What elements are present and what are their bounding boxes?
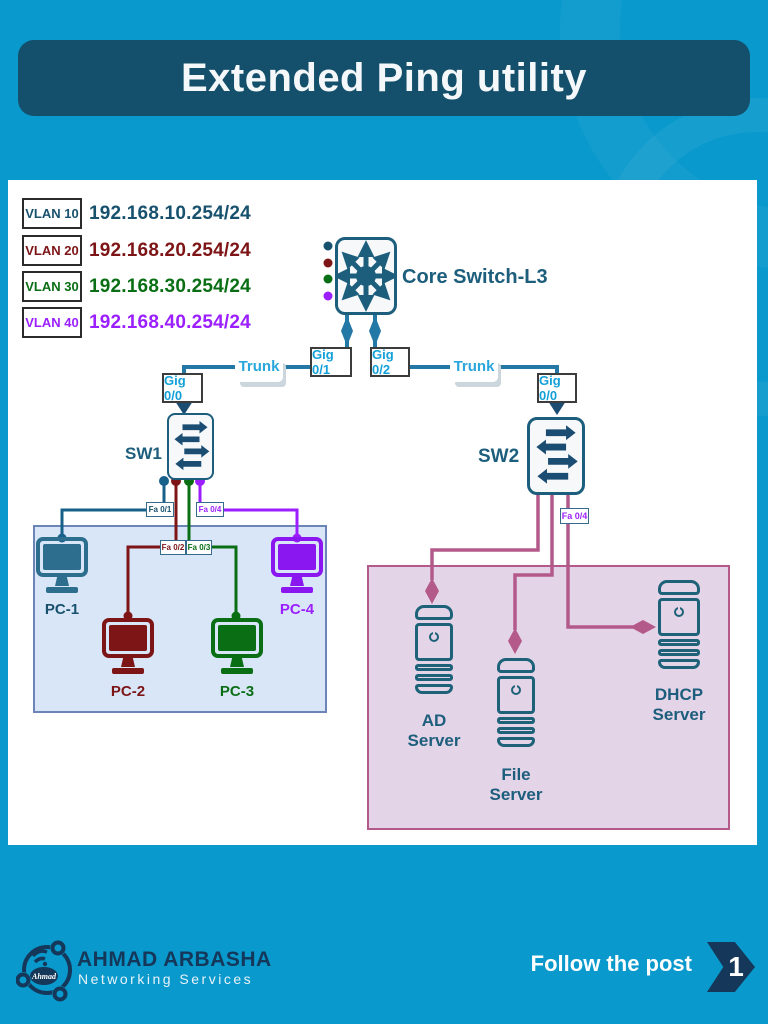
sw1-label: SW1 xyxy=(125,444,162,463)
vlan20-tag: VLAN 20 xyxy=(22,235,82,266)
dhcp-server-icon xyxy=(658,580,700,669)
pc2-icon xyxy=(102,618,154,674)
pc1-icon xyxy=(36,537,88,593)
brand-logo-icon: Ahmad xyxy=(16,940,72,1002)
core-switch-label: Core Switch-L3 xyxy=(402,266,548,288)
diagram-canvas: VLAN 10 192.168.10.254/24 VLAN 20 192.16… xyxy=(8,180,757,845)
vlan30-tag: VLAN 30 xyxy=(22,271,82,302)
port-label-gig01: Gig 0/1 xyxy=(310,347,352,377)
port-label-sw2-gig00: Gig 0/0 xyxy=(537,373,577,403)
page-title: Extended Ping utility xyxy=(180,55,588,100)
port-label-fa03: Fa 0/3 xyxy=(186,540,212,555)
sw2-switch-icon xyxy=(527,417,585,495)
server-label-line: AD xyxy=(421,711,447,730)
port-label-gig02: Gig 0/2 xyxy=(370,347,410,377)
vlan10-gateway-ip: 192.168.10.254/24 xyxy=(89,202,251,224)
file-server-label: File Server xyxy=(461,765,571,805)
vlan20-gateway-ip: 192.168.20.254/24 xyxy=(89,239,251,261)
vlan-legend-row: VLAN 30 192.168.30.254/24 xyxy=(22,271,251,302)
port-label-fa04-sw1: Fa 0/4 xyxy=(196,502,224,517)
sw2-label: SW2 xyxy=(478,446,520,467)
server-label-line: Server xyxy=(407,731,461,750)
server-label-line: File xyxy=(501,765,531,784)
post-number-badge: 1 xyxy=(707,942,755,992)
sw1-switch-icon xyxy=(167,413,214,480)
server-label-line: DHCP xyxy=(654,685,704,704)
vlan40-tag: VLAN 40 xyxy=(22,307,82,338)
server-label-line: Server xyxy=(652,705,706,724)
pc3-label: PC-3 xyxy=(219,683,255,700)
trunk-label-left: Trunk xyxy=(235,356,283,382)
ad-server-label: AD Server xyxy=(379,711,489,751)
pc4-label: PC-4 xyxy=(279,601,315,618)
file-server-icon xyxy=(497,658,535,747)
vlan10-tag: VLAN 10 xyxy=(22,198,82,229)
vlan-legend-row: VLAN 10 192.168.10.254/24 xyxy=(22,198,251,229)
brand-tagline: Networking Services xyxy=(78,971,254,987)
pc4-icon xyxy=(271,537,323,593)
svg-text:Ahmad: Ahmad xyxy=(31,972,57,981)
port-label-fa01: Fa 0/1 xyxy=(146,502,174,517)
port-label-sw1-gig00: Gig 0/0 xyxy=(162,373,203,403)
port-label-fa02: Fa 0/2 xyxy=(160,540,186,555)
vlan-legend-row: VLAN 20 192.168.20.254/24 xyxy=(22,235,251,266)
pc2-label: PC-2 xyxy=(110,683,146,700)
port-label-fa04-sw2: Fa 0/4 xyxy=(560,508,589,524)
vlan40-gateway-ip: 192.168.40.254/24 xyxy=(89,311,251,333)
follow-the-post-text: Follow the post xyxy=(530,951,692,976)
vlan30-gateway-ip: 192.168.30.254/24 xyxy=(89,275,251,297)
ad-server-icon xyxy=(415,605,453,694)
title-banner: Extended Ping utility xyxy=(18,40,750,116)
vlan-legend-row: VLAN 40 192.168.40.254/24 xyxy=(22,307,251,338)
pc1-label: PC-1 xyxy=(44,601,80,618)
brand-name: AHMAD ARBASHA xyxy=(77,948,272,971)
server-label-line: Server xyxy=(489,785,543,804)
trunk-label-right: Trunk xyxy=(450,356,498,382)
pc3-icon xyxy=(211,618,263,674)
core-switch-icon xyxy=(335,237,397,315)
pc-vlan-zone xyxy=(33,525,327,713)
dhcp-server-label: DHCP Server xyxy=(624,685,734,725)
